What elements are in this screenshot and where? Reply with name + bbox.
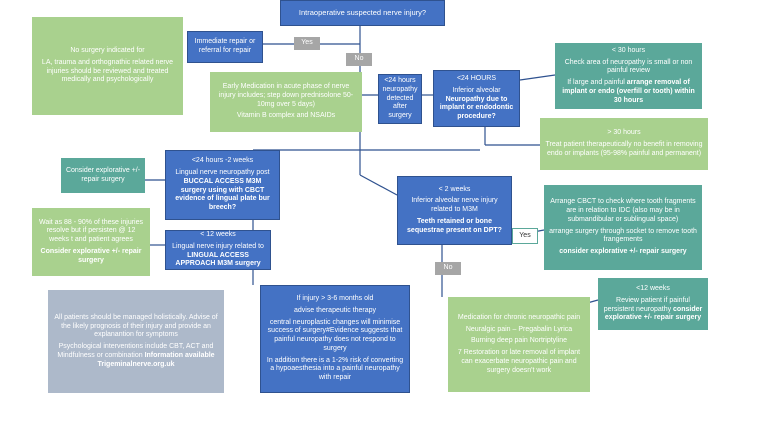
ia-line3b: Teeth retained or bone sequestrae presen…	[407, 217, 502, 234]
injury-line1: If injury > 3-6 months old	[296, 295, 374, 303]
buccal-line2b: BUCCAL ACCESS M3M surgery using with CBC…	[175, 177, 270, 211]
ia-line2: Inferior alveolar nerve injury related t…	[411, 197, 498, 214]
buccal-line2: Lingual nerve neuropathy post BUCCAL ACC…	[170, 169, 275, 213]
node-lt12-weeks: <12 weeks Review patient if painful pers…	[598, 278, 708, 330]
lt12-line2: Review patient if painful persistent neu…	[602, 297, 704, 323]
lt30-line3b: arrange removal of implant or endo (over…	[562, 79, 695, 104]
holistic-line2b: Information available Trigeminalnerve.or…	[97, 351, 215, 368]
lt24h-line2b: Neuropathy due to implant or endodontic …	[439, 95, 514, 121]
node-lingual-access: < 12 weeks Lingual nerve injury related …	[165, 230, 271, 270]
no-surgery-line2: LA, trauma and orthognathic related nerv…	[41, 58, 174, 84]
label-yes-1-text: Yes	[301, 39, 313, 47]
label-yes-2-text: Yes	[519, 231, 531, 239]
node-chronic-medication: Medication for chronic neuropathic pain …	[448, 297, 590, 392]
node-early-medication: Early Medication in acute phase of nerve…	[210, 72, 362, 132]
label-yes-2: Yes	[512, 228, 538, 244]
lt30-line3a: If large and painful	[567, 79, 627, 86]
label-no-2: No	[435, 262, 461, 275]
node-lt24-hours: <24 HOURS Inferior alveolar Neuropathy d…	[433, 70, 520, 127]
cbct-line2: arrange surgery through socket to remove…	[549, 227, 697, 244]
chronic-line2: Neuralgic pain – Pregabalin Lyrica	[465, 325, 573, 333]
holistic-line1: All patients should be managed holistica…	[54, 313, 218, 339]
node-intraoperative: Intraoperative suspected nerve injury?	[280, 0, 445, 26]
wait-line2: Consider explorative +/- repair surgery	[36, 248, 146, 266]
node-lt30-hours: < 30 hours Check area of neuropathy is s…	[555, 43, 702, 109]
holistic-line2: Psychological interventions include CBT,…	[52, 343, 220, 369]
no-surgery-line1: No surgery indicated for	[70, 47, 145, 54]
node-immediate-repair: Immediate repair or referral for repair	[187, 31, 263, 63]
node-holistic: All patients should be managed holistica…	[48, 290, 224, 393]
node-buccal-access: <24 hours -2 weeks Lingual nerve neuropa…	[165, 150, 280, 220]
gt30-line2: Treat patient therapeutically no benefit…	[545, 141, 703, 157]
explore1-text: Consider explorative +/- repair surgery	[65, 166, 141, 183]
wait-line1: Wait as 88 - 90% of these injuries resol…	[38, 218, 143, 244]
buccal-line2a: Lingual nerve neuropathy post	[175, 169, 270, 176]
label-no-1-text: No	[354, 55, 364, 63]
lt24h-line1: <24 HOURS	[456, 75, 497, 83]
node-arrange-cbct: Arrange CBCT to check where tooth fragme…	[544, 185, 702, 270]
label-no-1: No	[346, 53, 372, 66]
injury-line2: advise therapeutic therapy	[293, 306, 377, 314]
node-no-surgery: No surgery indicated for LA, trauma and …	[32, 17, 183, 115]
lt30-line3: If large and painful arrange removal of …	[559, 79, 698, 105]
lt24h-line2a: Inferior alveolar	[452, 86, 501, 94]
lt12-line2a: Review patient if painful persistent neu…	[603, 296, 690, 313]
lt12-line1: <12 weeks	[636, 285, 670, 292]
lt30-line2: Check area of neuropathy is small or non…	[564, 58, 693, 75]
chronic-line4: 7 Restoration or late removal of implant…	[457, 349, 581, 374]
injury-line4: In addition there is a 1-2% risk of conv…	[266, 356, 404, 382]
label-no-2-text: No	[443, 264, 453, 272]
lingual-line1: < 12 weeks	[200, 231, 236, 238]
cbct-line3b: consider explorative +/- repair surgery	[559, 248, 687, 255]
early-med-line2: Vitamin B complex and NSAIDs	[236, 112, 336, 120]
injury-line3: central neuroplastic changes will minimi…	[267, 318, 403, 352]
chronic-line1: Medication for chronic neuropathic pain	[457, 313, 581, 321]
label-yes-1: Yes	[294, 37, 320, 50]
wait-line2b: Consider explorative +/- repair surgery	[40, 247, 142, 264]
lingual-line2: Lingual nerve injury related to LINGUAL …	[170, 243, 266, 269]
lt24-neuropathy-text: <24 hours neuropathy detected after surg…	[382, 77, 418, 120]
node-wait-resolve: Wait as 88 - 90% of these injuries resol…	[32, 208, 150, 276]
holistic-line2a: Psychological interventions include CBT,…	[57, 343, 214, 359]
immediate-repair-text: Immediate repair or referral for repair	[194, 38, 256, 54]
lingual-line2a: Lingual nerve injury related to	[172, 242, 264, 250]
lt30-line1: < 30 hours	[611, 46, 646, 54]
chronic-line3: Burning deep pain Nortriptyline	[470, 337, 568, 345]
node-ia-nerve-injury: < 2 weeks Inferior alveolar nerve injury…	[397, 176, 512, 245]
lt24h-line2: Inferior alveolar Neuropathy due to impl…	[438, 87, 515, 122]
ia-line3: Teeth retained or bone sequestrae presen…	[402, 218, 507, 236]
node-gt30-hours: > 30 hours Treat patient therapeutically…	[540, 118, 708, 170]
node-explore-repair-1: Consider explorative +/- repair surgery	[61, 158, 145, 193]
node-lt24-neuropathy: <24 hours neuropathy detected after surg…	[378, 74, 422, 124]
cbct-line1: Arrange CBCT to check where tooth fragme…	[550, 198, 696, 223]
lt12-line2b: consider explorative +/- repair surgery	[604, 305, 703, 322]
gt30-line1: > 30 hours	[607, 129, 641, 137]
early-med-line1: Early Medication in acute phase of nerve…	[218, 83, 354, 108]
node-intraoperative-text: Intraoperative suspected nerve injury?	[298, 8, 427, 18]
ia-line1: < 2 weeks	[438, 185, 471, 193]
node-injury-3-6-months: If injury > 3-6 months old advise therap…	[260, 285, 410, 393]
buccal-line1: <24 hours -2 weeks	[191, 157, 254, 165]
cbct-line3: consider explorative +/- repair surgery	[559, 248, 686, 257]
lingual-line2b: LINGUAL ACCESS APPROACH M3M surgery	[175, 251, 261, 268]
